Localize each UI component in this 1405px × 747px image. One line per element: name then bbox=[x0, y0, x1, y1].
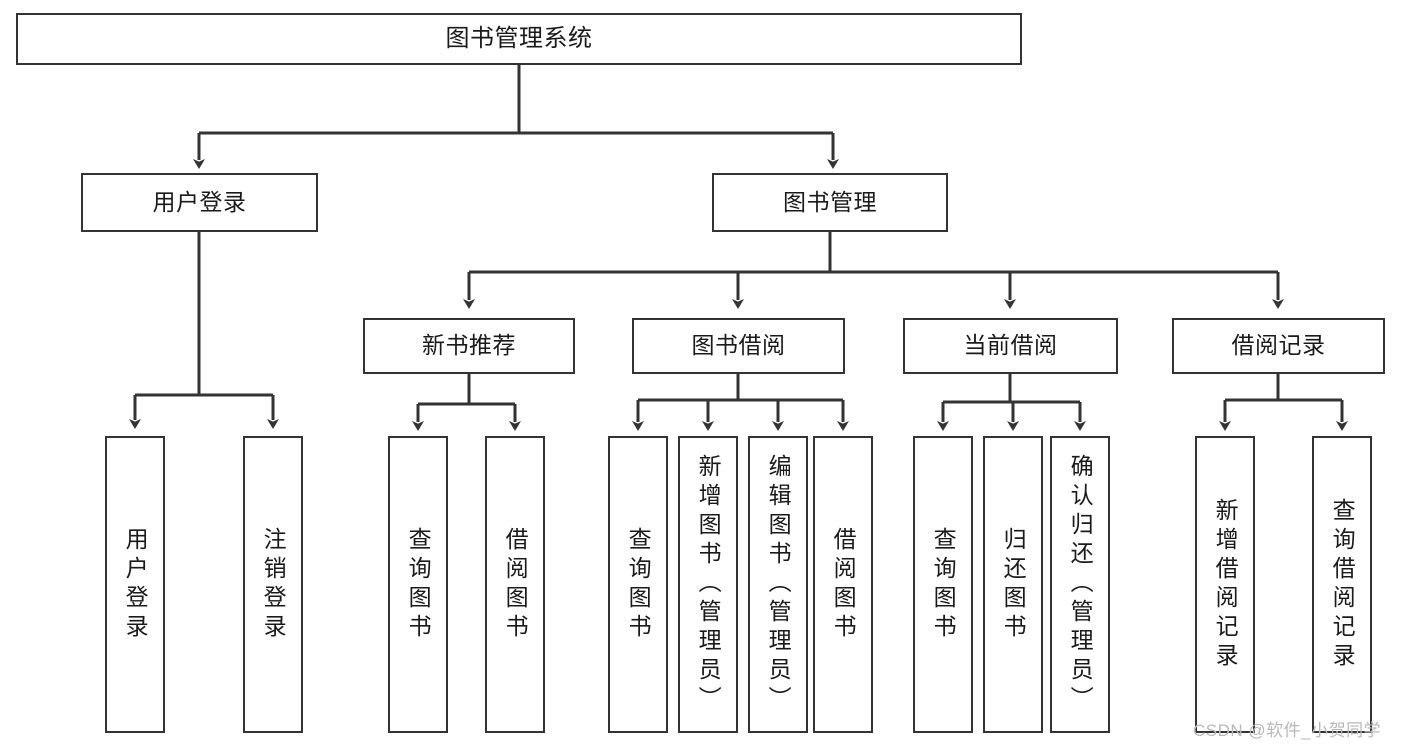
node-current-borrow[interactable]: 当前借阅 bbox=[903, 318, 1118, 374]
node-book-borrow-label: 图书借阅 bbox=[691, 332, 786, 359]
leaf-user-login-label: 用户登录 bbox=[122, 526, 149, 643]
leaf-borrow-book-borrow[interactable]: 借阅图书 bbox=[813, 436, 873, 733]
leaf-return-book-label: 归还图书 bbox=[1000, 526, 1027, 643]
leaf-user-login[interactable]: 用户登录 bbox=[105, 436, 165, 733]
leaf-add-book-admin-label: 新增图书（管理员） bbox=[695, 454, 722, 715]
leaf-query-book-borrow[interactable]: 查询图书 bbox=[608, 436, 668, 733]
leaf-query-borrow-record[interactable]: 查询借阅记录 bbox=[1312, 436, 1372, 733]
leaf-query-book-recommend[interactable]: 查询图书 bbox=[388, 436, 448, 733]
leaf-add-book-admin[interactable]: 新增图书（管理员） bbox=[678, 436, 738, 733]
node-root[interactable]: 图书管理系统 bbox=[16, 13, 1022, 65]
node-new-book-recommend[interactable]: 新书推荐 bbox=[363, 318, 575, 374]
leaf-user-logout[interactable]: 注销登录 bbox=[243, 436, 303, 733]
leaf-query-book-borrow-label: 查询图书 bbox=[625, 526, 652, 643]
leaf-confirm-return-admin-label: 确认归还（管理员） bbox=[1067, 454, 1094, 715]
node-user-login[interactable]: 用户登录 bbox=[81, 173, 318, 232]
leaf-confirm-return-admin[interactable]: 确认归还（管理员） bbox=[1050, 436, 1110, 733]
node-current-borrow-label: 当前借阅 bbox=[963, 332, 1058, 359]
leaf-user-logout-label: 注销登录 bbox=[260, 526, 287, 643]
node-root-label: 图书管理系统 bbox=[445, 24, 593, 52]
csdn-watermark: CSDN @软件_小贺同学 bbox=[1193, 721, 1382, 740]
leaf-edit-book-admin-label: 编辑图书（管理员） bbox=[765, 454, 792, 715]
leaf-borrow-book-recommend-label: 借阅图书 bbox=[502, 526, 529, 643]
node-book-manage[interactable]: 图书管理 bbox=[712, 173, 948, 232]
leaf-return-book[interactable]: 归还图书 bbox=[983, 436, 1043, 733]
leaf-query-book-recommend-label: 查询图书 bbox=[405, 526, 432, 643]
leaf-add-borrow-record[interactable]: 新增借阅记录 bbox=[1195, 436, 1255, 733]
node-borrow-record[interactable]: 借阅记录 bbox=[1172, 318, 1385, 374]
node-book-manage-label: 图书管理 bbox=[783, 188, 877, 215]
node-user-login-label: 用户登录 bbox=[152, 188, 247, 215]
leaf-borrow-book-borrow-label: 借阅图书 bbox=[830, 526, 857, 643]
leaf-query-book-current-label: 查询图书 bbox=[930, 526, 957, 643]
leaf-query-borrow-record-label: 查询借阅记录 bbox=[1329, 497, 1356, 672]
node-book-borrow[interactable]: 图书借阅 bbox=[632, 318, 845, 374]
node-borrow-record-label: 借阅记录 bbox=[1231, 332, 1326, 359]
leaf-query-book-current[interactable]: 查询图书 bbox=[913, 436, 973, 733]
leaf-edit-book-admin[interactable]: 编辑图书（管理员） bbox=[748, 436, 808, 733]
node-new-book-recommend-label: 新书推荐 bbox=[422, 332, 516, 359]
leaf-add-borrow-record-label: 新增借阅记录 bbox=[1212, 497, 1239, 672]
leaf-borrow-book-recommend[interactable]: 借阅图书 bbox=[485, 436, 545, 733]
